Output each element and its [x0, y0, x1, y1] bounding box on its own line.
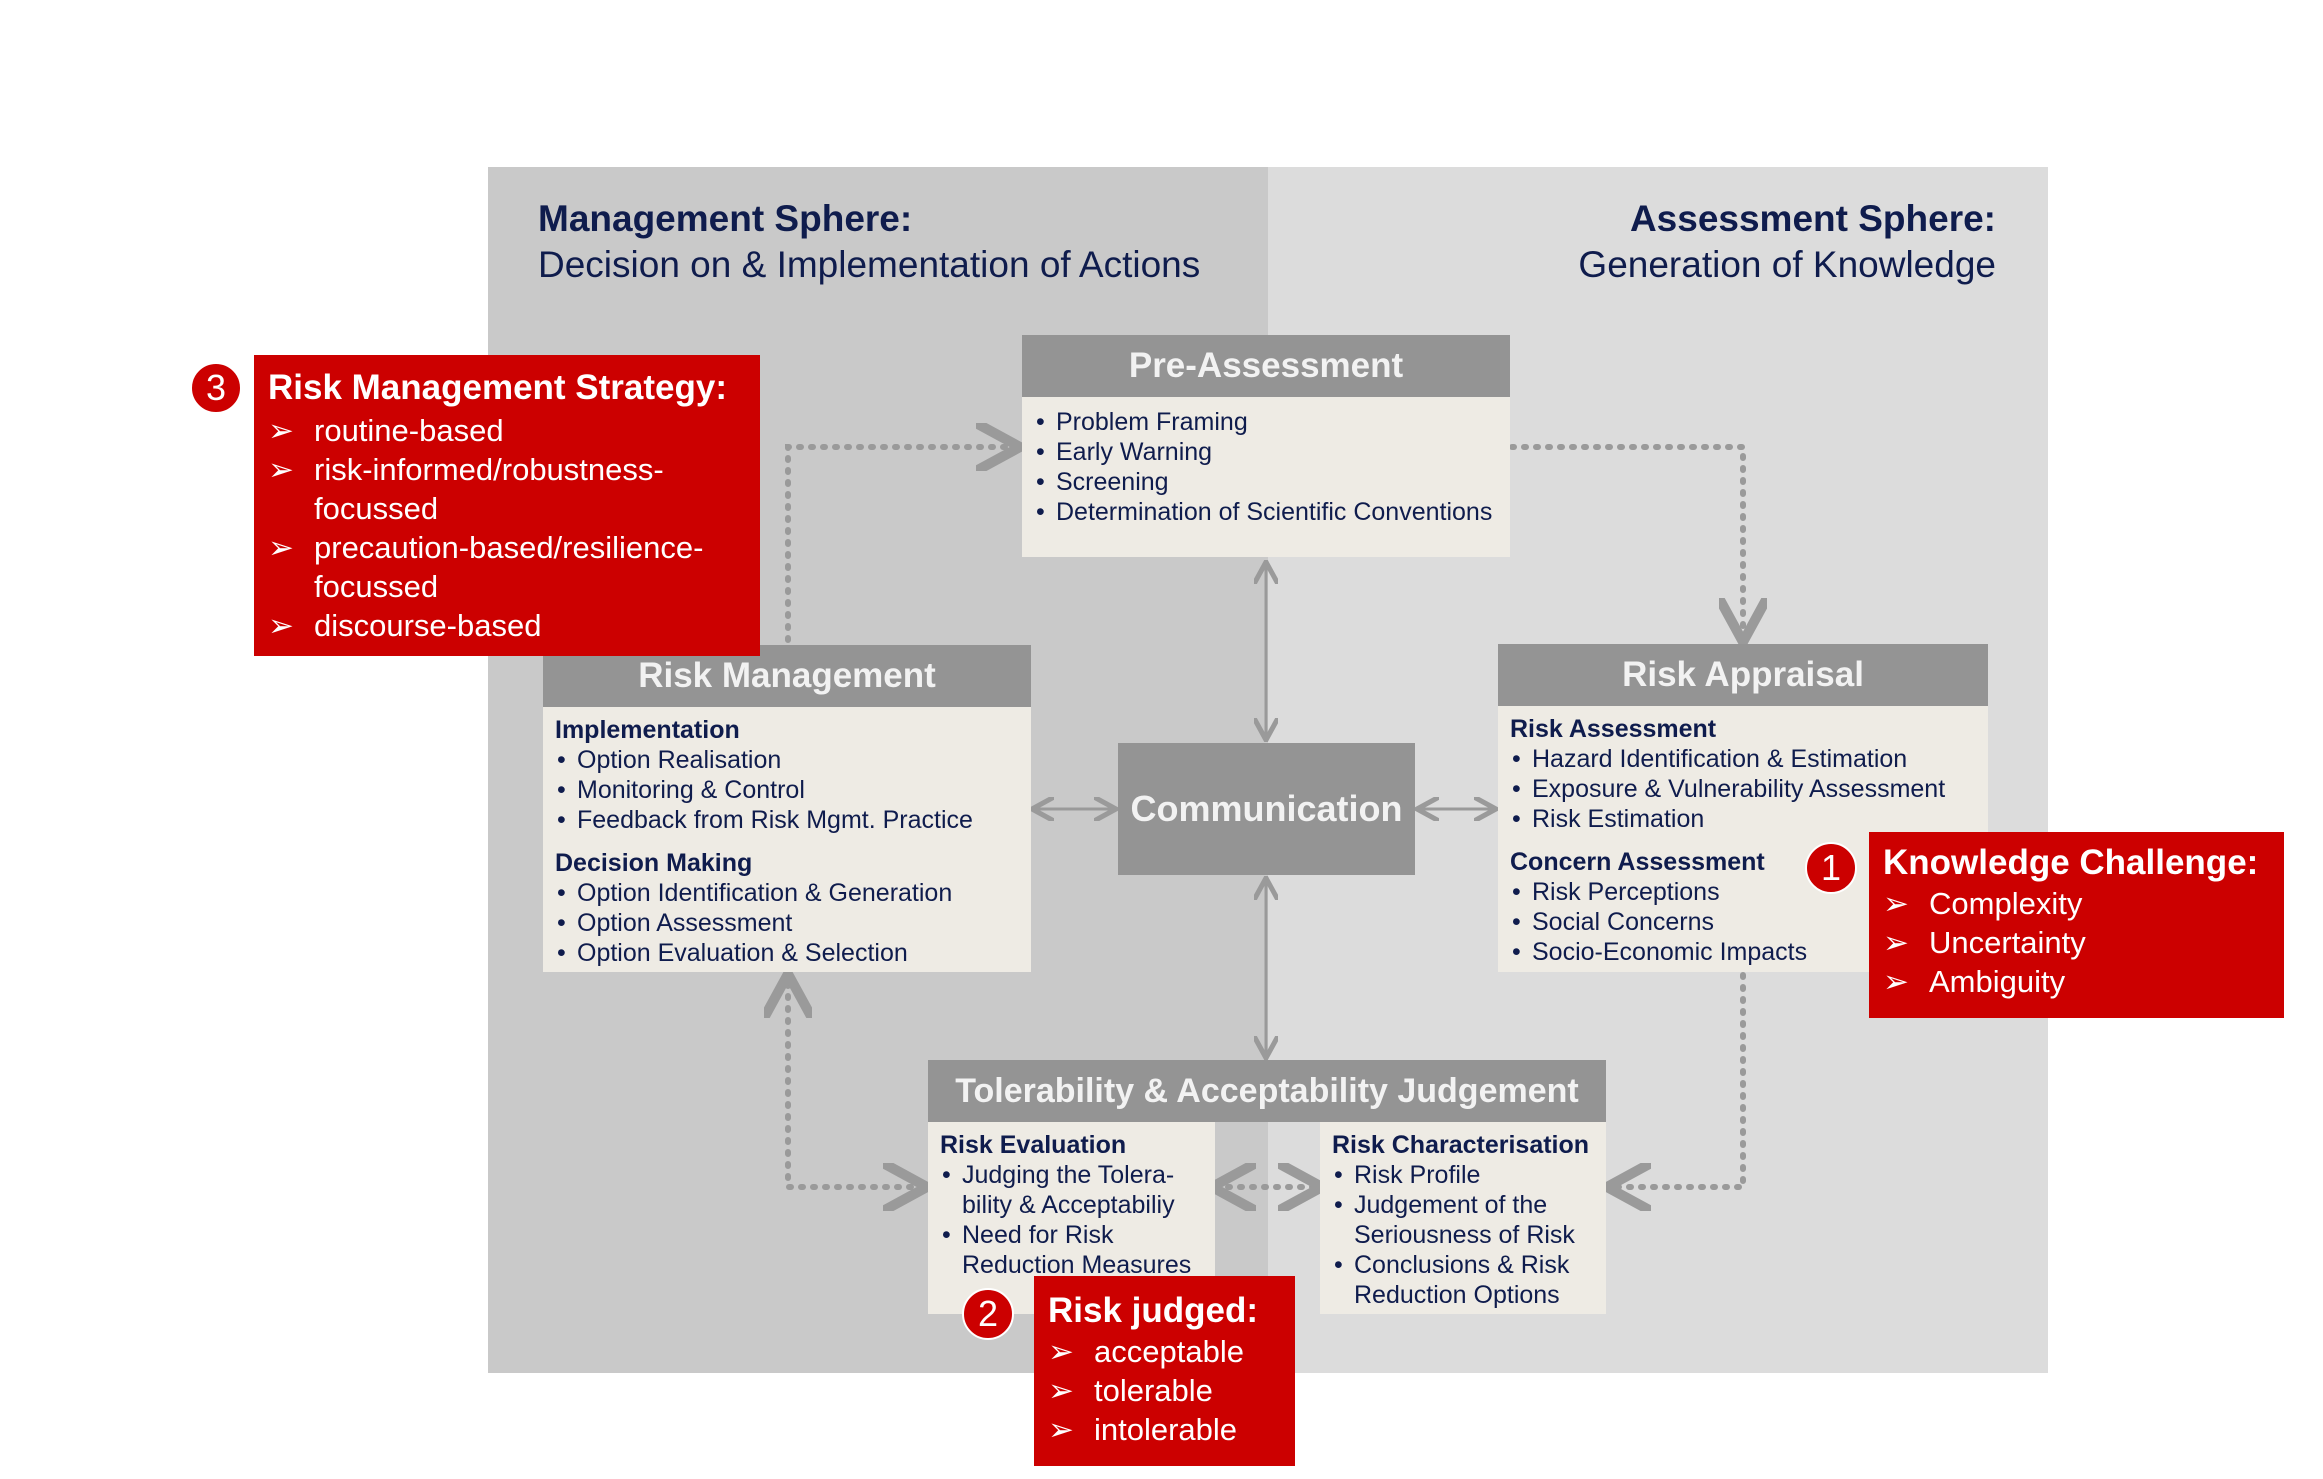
section-heading-risk-evaluation: Risk Evaluation: [940, 1131, 1127, 1159]
list-item: ➢Complexity: [1883, 886, 2083, 921]
list-item: ➢precaution-based/resilience-focussed: [268, 530, 704, 604]
arrow-bullet-icon: ➢: [1048, 1334, 1074, 1369]
dotted-appraisal-to-characterisation: [1611, 972, 1746, 1187]
management-sphere-heading: Management Sphere: Decision on & Impleme…: [538, 196, 1200, 288]
list-item: Judging the Tolera-bility & Acceptabiliy: [940, 1160, 1203, 1220]
list-item: Option Identification & Generation: [555, 878, 1019, 908]
list-item: Problem Framing: [1034, 407, 1498, 437]
knowledge-callout-title: Knowledge Challenge:: [1883, 843, 2259, 882]
communication-box: Communication: [1118, 743, 1415, 875]
assessment-sphere-subtitle: Generation of Knowledge: [1578, 244, 1996, 285]
knowledge-challenge-callout: Knowledge Challenge: ➢Complexity ➢Uncert…: [1869, 832, 2284, 1018]
dotted-pre-to-appraisal: [1509, 444, 1743, 638]
arrow-bullet-icon: ➢: [268, 608, 294, 643]
list-item: Risk Profile: [1332, 1160, 1594, 1190]
list-item: ➢tolerable: [1048, 1373, 1213, 1408]
pre-assessment-box: Pre-Assessment Problem Framing Early War…: [1022, 335, 1510, 557]
number-badge-1: 1: [1805, 842, 1857, 894]
number-badge-2: 2: [962, 1288, 1014, 1340]
list-item: Risk Perceptions: [1510, 877, 1976, 907]
list-item: Early Warning: [1034, 437, 1498, 467]
section-heading-concern-assessment: Concern Assessment: [1510, 848, 1765, 876]
arrow-bullet-icon: ➢: [1883, 964, 1909, 999]
pre-assessment-body: Problem Framing Early Warning Screening …: [1022, 397, 1510, 557]
section-heading-decision-making: Decision Making: [555, 849, 753, 877]
list-item: ➢routine-based: [268, 413, 504, 448]
risk-management-box: Risk Management Implementation Option Re…: [543, 645, 1031, 972]
management-sphere-title: Management Sphere:: [538, 198, 913, 239]
list-item: Socio-Economic Impacts: [1510, 937, 1976, 967]
section-heading-implementation: Implementation: [555, 716, 740, 744]
list-item: Conclusions & Risk Reduction Options: [1332, 1250, 1594, 1310]
dotted-evaluation-to-management: [788, 978, 923, 1187]
list-item: Need for Risk Reduction Measures: [940, 1220, 1203, 1280]
tolerability-title: Tolerability & Acceptability Judgement: [928, 1060, 1606, 1122]
list-item: Screening: [1034, 467, 1498, 497]
list-item: Social Concerns: [1510, 907, 1976, 937]
risk-judged-callout: Risk judged: ➢acceptable ➢tolerable ➢int…: [1034, 1276, 1295, 1466]
list-item: Option Evaluation & Selection: [555, 938, 1019, 968]
list-item: Feedback from Risk Mgmt. Practice: [555, 805, 1019, 835]
list-item: ➢intolerable: [1048, 1412, 1238, 1447]
list-item: Monitoring & Control: [555, 775, 1019, 805]
list-item: Option Realisation: [555, 745, 1019, 775]
knowledge-callout-list: ➢Complexity ➢Uncertainty ➢Ambiguity: [1883, 884, 2270, 1001]
list-item: Exposure & Vulnerability Assessment: [1510, 774, 1976, 804]
risk-assessment-list: Hazard Identification & Estimation Expos…: [1510, 744, 1976, 834]
pre-assessment-title: Pre-Assessment: [1022, 335, 1510, 397]
arrow-bullet-icon: ➢: [1883, 886, 1909, 921]
pre-assessment-list: Problem Framing Early Warning Screening …: [1034, 407, 1498, 527]
risk-characterisation-list: Risk Profile Judgement of the Seriousnes…: [1332, 1160, 1594, 1310]
concern-assessment-list: Risk Perceptions Social Concerns Socio-E…: [1510, 877, 1976, 967]
risk-management-strategy-callout: Risk Management Strategy: ➢routine-based…: [254, 355, 760, 656]
risk-judged-callout-title: Risk judged:: [1048, 1291, 1259, 1330]
strategy-callout-list: ➢routine-based ➢risk-informed/robustness…: [268, 411, 746, 645]
arrow-bullet-icon: ➢: [268, 530, 294, 565]
risk-evaluation-box: Risk Evaluation Judging the Tolera-bilit…: [928, 1122, 1215, 1314]
number-badge-3: 3: [190, 362, 242, 414]
list-item: ➢risk-informed/robustness-focussed: [268, 452, 664, 526]
list-item: Hazard Identification & Estimation: [1510, 744, 1976, 774]
risk-appraisal-title: Risk Appraisal: [1498, 644, 1988, 706]
assessment-sphere-heading: Assessment Sphere: Generation of Knowled…: [1578, 196, 1996, 288]
arrow-bullet-icon: ➢: [1883, 925, 1909, 960]
arrow-bullet-icon: ➢: [268, 452, 294, 487]
dotted-management-to-pre: [785, 447, 1016, 643]
decision-making-list: Option Identification & Generation Optio…: [555, 878, 1019, 968]
assessment-sphere-title: Assessment Sphere:: [1629, 198, 1996, 239]
list-item: Determination of Scientific Conventions: [1034, 497, 1498, 527]
risk-evaluation-list: Judging the Tolera-bility & Acceptabiliy…: [940, 1160, 1203, 1280]
arrow-bullet-icon: ➢: [268, 413, 294, 448]
strategy-callout-title: Risk Management Strategy:: [268, 368, 728, 407]
arrow-bullet-icon: ➢: [1048, 1412, 1074, 1447]
arrow-bullet-icon: ➢: [1048, 1373, 1074, 1408]
risk-characterisation-box: Risk Characterisation Risk Profile Judge…: [1320, 1122, 1606, 1314]
implementation-list: Option Realisation Monitoring & Control …: [555, 745, 1019, 835]
risk-management-body: Implementation Option Realisation Monito…: [543, 707, 1031, 972]
list-item: ➢Ambiguity: [1883, 964, 2066, 999]
section-heading-risk-characterisation: Risk Characterisation: [1332, 1131, 1590, 1159]
list-item: ➢Uncertainty: [1883, 925, 2086, 960]
list-item: ➢acceptable: [1048, 1334, 1244, 1369]
management-sphere-subtitle: Decision on & Implementation of Actions: [538, 244, 1201, 285]
list-item: Option Assessment: [555, 908, 1019, 938]
section-heading-risk-assessment: Risk Assessment: [1510, 715, 1717, 743]
list-item: Judgement of the Seriousness of Risk: [1332, 1190, 1594, 1250]
list-item: ➢discourse-based: [268, 608, 542, 643]
list-item: Risk Estimation: [1510, 804, 1976, 834]
risk-judged-callout-list: ➢acceptable ➢tolerable ➢intolerable: [1048, 1332, 1281, 1449]
